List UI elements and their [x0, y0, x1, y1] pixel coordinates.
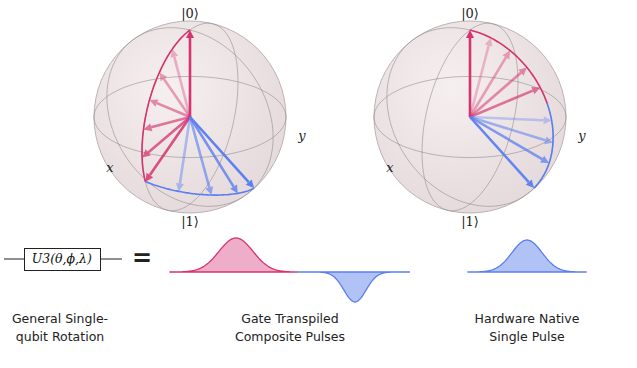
arrow-head	[526, 180, 534, 189]
arrow-head	[159, 72, 167, 81]
trajectory	[534, 104, 553, 188]
state-label: |0⟩	[181, 6, 199, 21]
arrow-head	[205, 186, 213, 195]
bloch-sphere	[94, 21, 286, 213]
state-label: |1⟩	[181, 214, 199, 229]
arrow-head	[485, 38, 493, 47]
state-vector	[470, 117, 542, 159]
pulse	[468, 240, 586, 272]
axis-label: y	[298, 128, 305, 143]
state-vector	[190, 117, 234, 187]
caption: Gate Transpiled Composite Pulses	[227, 310, 353, 346]
arrow-head	[518, 68, 527, 76]
equals-sign: =	[132, 244, 152, 272]
great-circle	[107, 28, 273, 207]
great-circle	[387, 28, 553, 207]
state-vector	[157, 103, 190, 117]
axis-label: y	[578, 128, 585, 143]
arrow-head	[144, 124, 153, 132]
arrow-head	[186, 30, 194, 38]
axis-label: x	[386, 160, 393, 175]
gate-box: U3(θ,ϕ,λ)	[24, 248, 101, 271]
arrow-head	[503, 51, 511, 60]
arrow-head	[531, 87, 540, 94]
trajectory	[145, 182, 254, 195]
arrow-head	[176, 183, 184, 192]
gate-label: U3(θ,ϕ,λ)	[32, 251, 92, 266]
state-vector	[470, 91, 533, 117]
state-vector	[150, 117, 190, 175]
arrow-head	[246, 180, 254, 189]
pulse	[170, 238, 296, 272]
arrow-head	[150, 99, 159, 106]
caption: Hardware Native Single Pulse	[468, 310, 586, 346]
state-label: |1⟩	[461, 214, 479, 229]
arrow-head	[540, 156, 549, 164]
arrow-head	[544, 137, 553, 145]
pulse	[296, 272, 410, 302]
state-label: |0⟩	[461, 6, 479, 21]
caption: General Single-qubit Rotation	[4, 310, 116, 346]
state-vector	[470, 117, 529, 182]
state-vector	[470, 73, 521, 117]
state-vector	[470, 46, 489, 118]
state-vector	[180, 117, 190, 184]
trajectory	[470, 30, 547, 104]
arrow-head	[145, 173, 153, 182]
state-vector	[469, 38, 472, 117]
arrow-head	[230, 185, 238, 194]
axis-label: x	[106, 160, 113, 175]
arrow-head	[544, 116, 552, 124]
state-vector	[174, 57, 190, 117]
arrow-head	[171, 49, 179, 58]
arrow-head	[466, 30, 474, 38]
state-vector	[190, 117, 249, 182]
bloch-sphere	[374, 21, 566, 213]
arrow-head	[142, 149, 151, 157]
state-vector	[189, 38, 192, 117]
